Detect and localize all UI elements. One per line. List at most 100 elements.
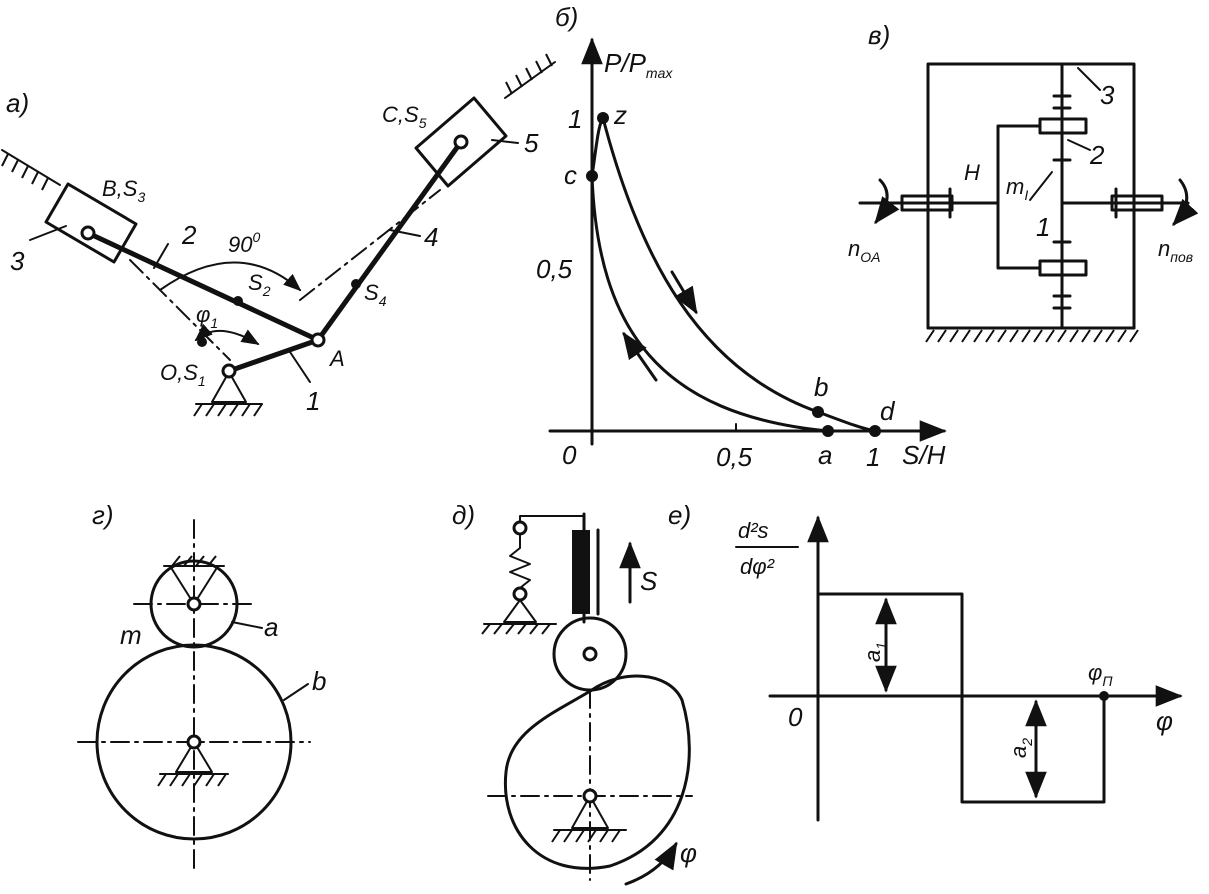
- point-b: [812, 406, 824, 418]
- origin-label: 0: [562, 440, 577, 470]
- label-90: 900: [228, 229, 260, 257]
- support-o: [193, 363, 263, 417]
- ground-hatch-v: [925, 329, 1139, 343]
- cam-profile: [503, 674, 691, 870]
- label-c: c: [564, 160, 577, 190]
- point-c: [586, 170, 598, 182]
- leader-5: [491, 139, 519, 144]
- spring: [509, 533, 531, 589]
- panel-b-tag: б): [555, 2, 578, 32]
- point-a: [822, 425, 834, 437]
- label-a1: a1: [860, 642, 889, 662]
- label-s4: S4: [364, 280, 387, 309]
- link-1-crank: [226, 337, 321, 374]
- planet-bearing-bottom: [1038, 259, 1088, 277]
- leader-gear-3: [1077, 67, 1101, 91]
- x-tick-05: 0,5: [716, 442, 753, 472]
- spring-support: [503, 599, 537, 623]
- panel-d-cam-mechanism: д) S: [452, 500, 697, 886]
- spring-top-pin: [512, 520, 528, 536]
- label-b-point: b: [814, 372, 828, 402]
- label-b: B,S3: [102, 176, 145, 205]
- leader-gear-2: [1067, 139, 1091, 151]
- panel-g-gear-pair: г) m a b: [77, 500, 326, 871]
- point-d: [869, 425, 881, 437]
- panel-v-tag: в): [868, 20, 890, 50]
- rotation-arrow-right: [1172, 178, 1199, 226]
- label-c: C,S5: [382, 102, 427, 131]
- panel-b-indicator-diagram: б) P/Pmax S/H 1 0,5 0,5 1 0 z c b d a: [536, 2, 947, 472]
- y-tick-05: 0,5: [536, 254, 573, 284]
- label-a: A: [328, 346, 345, 371]
- label-n-oa: nOA: [848, 236, 880, 265]
- arrow-down: [670, 270, 698, 315]
- x-tick-1: 1: [866, 442, 880, 472]
- label-link-4: 4: [424, 222, 438, 252]
- panel-g-tag: г): [92, 500, 113, 530]
- panel-d-tag: д): [452, 500, 475, 530]
- label-s2: S2: [248, 270, 271, 299]
- panel-v-planetary-gear: в): [848, 20, 1199, 343]
- guide-line-slider-5: [299, 189, 441, 301]
- label-link-5: 5: [524, 128, 539, 158]
- joint-a: [310, 332, 326, 348]
- label-carrier-h: H: [964, 160, 980, 185]
- point-z: [597, 112, 609, 124]
- gear-a-center: [186, 596, 202, 612]
- leader-gear-b: [283, 683, 309, 701]
- roller-pin: [582, 646, 598, 662]
- label-mesh-m: mI: [1006, 174, 1028, 203]
- e-y-label-den: dφ²: [740, 554, 775, 579]
- label-gear-a: a: [264, 612, 278, 642]
- y-axis-label: P/Pmax: [604, 48, 673, 81]
- angle-90-arc: [159, 261, 302, 292]
- label-a-point: a: [818, 440, 832, 470]
- support-gear-a: [163, 555, 225, 605]
- leader-1: [289, 351, 311, 383]
- planet-bearing-top: [1038, 117, 1088, 135]
- compression-curve: [590, 174, 877, 433]
- carrier-h: [996, 124, 1042, 270]
- e-origin: 0: [788, 702, 803, 732]
- bearing-right: [1110, 194, 1164, 212]
- label-s: S: [640, 566, 658, 596]
- joint-s2: [233, 296, 243, 306]
- bearing-left: [900, 194, 954, 212]
- angle-phi1-arc: [194, 323, 260, 345]
- spring-bottom-pin: [512, 586, 528, 602]
- label-gear-2: 2: [1089, 140, 1105, 170]
- link-2: [85, 230, 321, 343]
- label-n-pov: nпов: [1158, 236, 1193, 265]
- label-link-2: 2: [181, 220, 197, 250]
- leader-gear-a: [231, 621, 263, 629]
- joint-b: [80, 225, 96, 241]
- leader-2: [153, 243, 169, 269]
- leader-4: [389, 229, 421, 237]
- label-gear-1: 1: [1036, 212, 1050, 242]
- acceleration-step: [816, 592, 1106, 804]
- label-z: z: [613, 100, 627, 130]
- cam-support: [551, 795, 627, 843]
- panel-a-tag: а): [6, 88, 29, 118]
- label-link-3: 3: [10, 246, 25, 276]
- label-phi-p: φП: [1088, 660, 1113, 689]
- panel-e-acceleration-diagram: е) d²s dφ² 0 φ a1 a2 φП: [668, 500, 1183, 822]
- label-m-mesh: m: [120, 620, 142, 650]
- gear-b-center: [186, 734, 202, 750]
- point-phi-p: [1099, 691, 1109, 701]
- phi-rotation-arrow: [624, 841, 678, 886]
- follower-guide: [572, 512, 600, 624]
- combustion-line: [590, 116, 605, 178]
- support-gear-b: [157, 741, 229, 787]
- y-tick-1: 1: [568, 104, 582, 134]
- label-gear-3: 3: [1100, 80, 1115, 110]
- panel-e-tag: е): [668, 500, 691, 530]
- cam-center: [582, 788, 598, 804]
- label-phi1: φ1: [196, 302, 218, 331]
- label-d: d: [880, 396, 896, 426]
- label-o: O,S1: [160, 360, 206, 389]
- leader-3: [29, 225, 67, 241]
- rotation-arrow-left: [874, 178, 900, 225]
- expansion-curve: [601, 116, 877, 433]
